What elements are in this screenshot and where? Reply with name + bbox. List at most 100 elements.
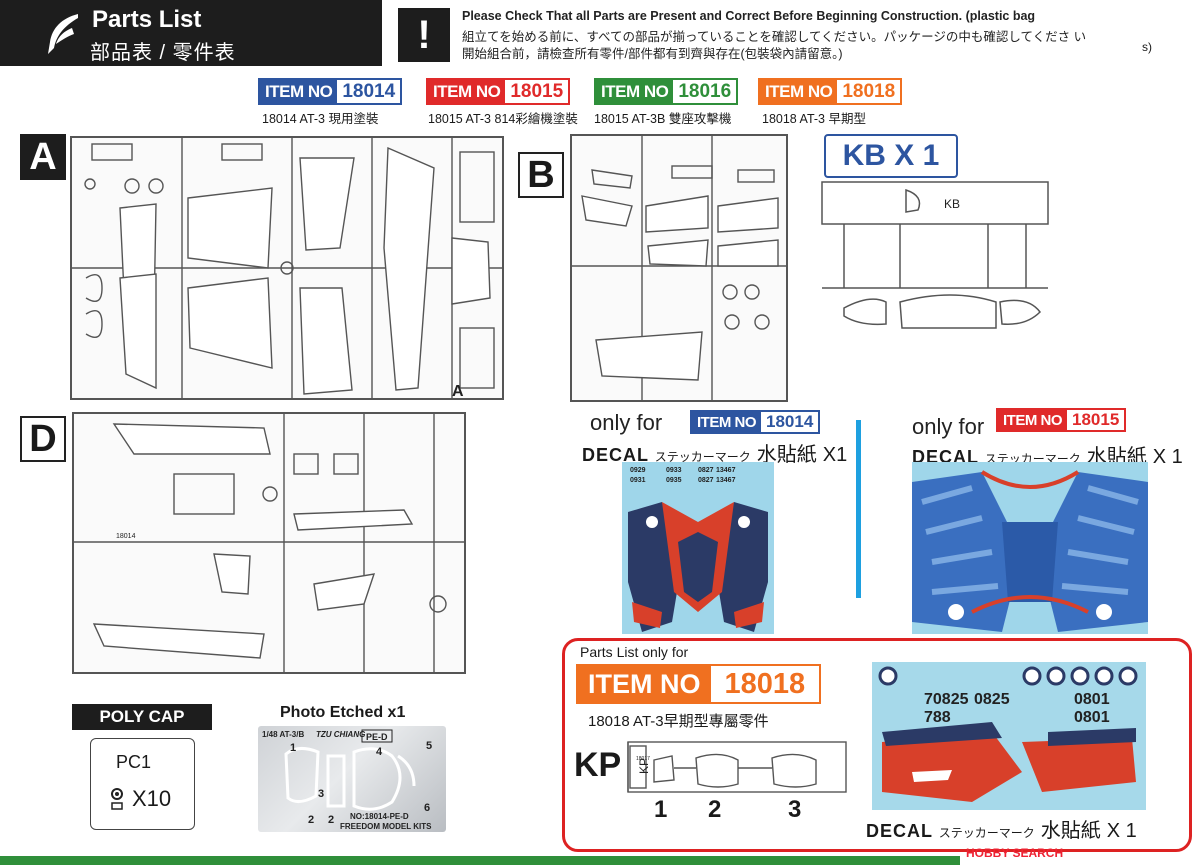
item-badge-label: ITEM NO	[428, 80, 506, 103]
pe-part-6: 6	[424, 802, 431, 814]
item-badge-number: 18014	[337, 80, 401, 103]
item-caption-18018: 18018 AT-3 早期型	[762, 112, 866, 126]
sprue-a-parts: A	[72, 138, 502, 398]
sprue-d-letter: D	[20, 416, 66, 462]
sprue-d: 18014	[72, 412, 466, 674]
kp-decal-code: 70825	[924, 691, 969, 708]
poly-cap-title: POLY CAP	[72, 704, 212, 730]
poly-cap-id: PC1	[116, 752, 152, 772]
notice-english: Please Check That all Parts are Present …	[462, 9, 1036, 23]
item-badge-label: ITEM NO	[596, 80, 674, 103]
decal-code: 0827	[698, 467, 714, 474]
kp-part-number-1: 1	[654, 796, 668, 823]
sprue-b-letter: B	[518, 152, 564, 198]
kp-caption: 18018 AT-3早期型專屬零件	[588, 713, 769, 730]
decal-cn: 水貼紙	[756, 444, 817, 466]
item-badge-18016: ITEM NO 18016	[594, 78, 739, 105]
kp-decal-code: 788	[924, 709, 951, 726]
decal-qty: X1	[822, 444, 848, 466]
pe-part-3: 3	[318, 788, 325, 800]
decal-badge-18014: ITEM NO 18014	[690, 410, 821, 434]
notice-tail: s)	[1142, 40, 1152, 54]
item-badge-label: ITEM NO	[260, 80, 338, 103]
kp-badge-number: 18018	[710, 666, 820, 702]
sprue-kp: KP 18017	[627, 741, 847, 793]
decal-sheet-18015-art	[912, 470, 1148, 632]
decal-code: 0929	[630, 467, 646, 474]
page-title-cn: 部品表 / 零件表	[90, 42, 236, 64]
decal-badge-label: ITEM NO	[692, 412, 761, 432]
decal-badge-number: 18015	[1067, 410, 1125, 430]
decal-code: 0933	[666, 467, 682, 474]
kb-sprue-label: KB X 1	[824, 134, 958, 178]
photo-etched-parts	[284, 729, 416, 811]
item-caption-18014: 18014 AT-3 現用塗裝	[262, 112, 379, 126]
kb-tag: KB	[944, 197, 960, 211]
decal-word: DECAL	[866, 821, 933, 841]
sprue-a-letter: A	[20, 134, 66, 180]
kp-sprue-label: KP	[574, 746, 622, 784]
watermark: HOBBY SEARCH	[966, 846, 1064, 860]
photo-etched-title: Photo Etched x1	[280, 704, 406, 721]
kp-decal-code: 0801	[1074, 709, 1110, 726]
sprue-b	[570, 134, 788, 402]
decal-code: 13467	[716, 477, 736, 484]
kp-section-title: Parts List only for	[580, 644, 689, 660]
decal-word: DECAL	[582, 445, 649, 465]
decal-code: 13467	[716, 467, 736, 474]
decal-badge-number: 18014	[761, 412, 819, 432]
decal-sheet-18018: 70825 0825 788 0801 0801	[872, 662, 1146, 810]
pe-author: TZU CHIANG	[316, 730, 366, 739]
decal-title-18014: DECAL ステッカーマーク 水貼紙 X1	[582, 438, 847, 467]
pe-part-2: 2	[328, 814, 335, 826]
item-badge-18014: ITEM NO 18014	[258, 78, 403, 105]
page-title: Parts List	[92, 6, 202, 33]
pe-part-5: 5	[426, 740, 433, 752]
pe-maker: FREEDOM MODEL KITS	[340, 822, 432, 831]
sprue-b-parts	[572, 136, 786, 400]
kp-part-number-2: 2	[708, 796, 722, 823]
item-badge-number: 18015	[505, 80, 569, 103]
section-divider	[856, 420, 861, 598]
item-badge-label: ITEM NO	[760, 80, 838, 103]
pe-part-2b: 2	[308, 814, 315, 826]
kp-part-number-3: 3	[788, 796, 802, 823]
kp-decal-title: DECAL ステッカーマーク 水貼紙 X 1	[866, 814, 1137, 843]
header-bar: Parts List 部品表 / 零件表	[0, 0, 382, 66]
warning-symbol: !	[417, 13, 431, 57]
item-badge-18015: ITEM NO 18015	[426, 78, 571, 105]
item-caption-18015: 18015 AT-3 814彩繪機塗裝	[428, 112, 578, 126]
item-badge-number: 18018	[837, 80, 901, 103]
pe-part-4: 4	[376, 746, 383, 758]
decal-code: 0935	[666, 477, 682, 484]
item-badge-18018: ITEM NO 18018	[758, 78, 903, 105]
warning-icon: !	[398, 8, 450, 62]
decal-sheet-18014: 0929 0933 0827 13467 0931 0935 0827 1346…	[622, 462, 774, 634]
item-18018-section	[562, 638, 1192, 852]
kp-code: 18017	[636, 756, 650, 762]
notice-chinese: 開始組合前，請檢查所有零件/部件都有到齊與存在(包裝袋內請留意。)	[462, 47, 843, 61]
decal-jp: ステッカーマーク	[654, 450, 751, 464]
footer-bar	[0, 856, 960, 865]
decal-badge-18015: ITEM NO 18015	[996, 408, 1127, 432]
only-for-label-18014: only for	[590, 410, 663, 435]
sprue-a-corner-label: A	[452, 383, 464, 398]
kp-badge-label: ITEM NO	[578, 666, 711, 702]
decal-code: 0931	[630, 477, 646, 484]
decal-code: 0827	[698, 477, 714, 484]
item-badge-number: 18016	[673, 80, 737, 103]
pe-part-1: 1	[290, 742, 297, 754]
decal-qty: X 1	[1106, 820, 1137, 842]
decal-sheet-18014-art: 0929 0933 0827 13467 0931 0935 0827 1346…	[628, 467, 768, 632]
photo-etched-fret: 1/48 AT-3/B TZU CHIANG PE-D NO:18014-PE-…	[258, 726, 446, 832]
poly-cap-icon	[111, 788, 123, 810]
decal-jp: ステッカーマーク	[938, 826, 1035, 840]
kp-decal-code: 0825	[974, 691, 1010, 708]
decal-badge-label: ITEM NO	[998, 410, 1067, 430]
kp-decal-code: 0801	[1074, 691, 1110, 708]
decal-qty: X 1	[1152, 446, 1183, 468]
sprue-a: A	[70, 136, 504, 400]
notice-japanese: 組立てを始める前に、すべての部品が揃っていることを確認してください。パッケージの…	[462, 30, 1087, 44]
kp-tag: KP	[637, 758, 651, 774]
kp-item-badge: ITEM NO 18018	[576, 664, 822, 704]
